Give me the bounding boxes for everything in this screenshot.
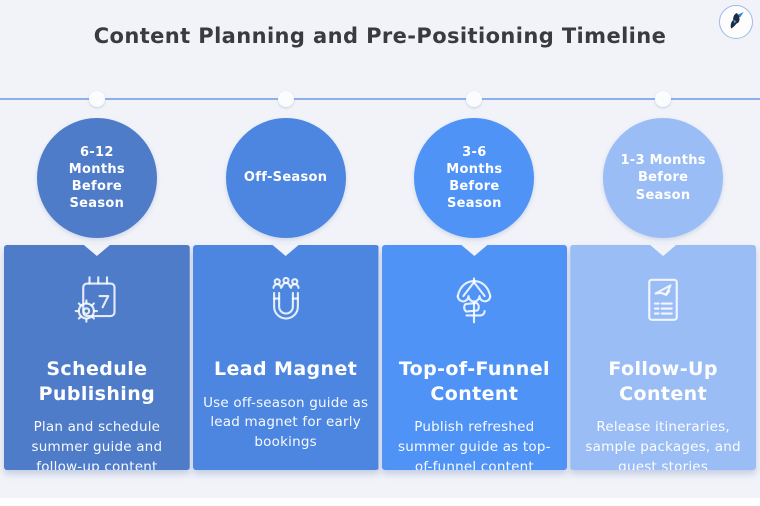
card-title: Top-of-Funnel Content bbox=[398, 358, 550, 405]
magnet-people-icon bbox=[256, 271, 316, 331]
stage-circle-3: 3-6 Months Before Season bbox=[414, 118, 535, 238]
timeline-node-dot bbox=[277, 91, 294, 107]
stage-card-1: Schedule Publishing Plan and schedule su… bbox=[4, 245, 190, 470]
timeline-column-3: 3-6 Months Before Season bbox=[382, 0, 568, 470]
page-title: Content Planning and Pre-Positioning Tim… bbox=[93, 24, 667, 48]
card-description: Publish refreshed summer guide as top- o… bbox=[398, 419, 551, 475]
card-description: Plan and schedule summer guide and follo… bbox=[31, 419, 163, 475]
timeline-column-1: 6-12 Months Before Season bbox=[4, 0, 190, 470]
timeline-line bbox=[0, 98, 760, 100]
card-title: Schedule Publishing bbox=[38, 358, 156, 405]
beach-umbrella-icon bbox=[444, 271, 504, 331]
card-title: Lead Magnet bbox=[213, 358, 358, 380]
card-description: Release itineraries, sample packages, an… bbox=[585, 419, 741, 475]
calendar-gear-icon bbox=[67, 271, 127, 331]
timeline-column-2: Off-Season bbox=[193, 0, 379, 470]
card-title: Follow-Up Content bbox=[608, 358, 718, 405]
itinerary-document-icon bbox=[633, 271, 693, 331]
stage-card-3: Top-of-Funnel Content Publish refreshed … bbox=[382, 245, 568, 470]
stage-card-4: Follow-Up Content Release itineraries, s… bbox=[570, 245, 756, 470]
bottom-strip bbox=[0, 498, 760, 506]
card-description: Use off-season guide as lead magnet for … bbox=[203, 394, 369, 450]
stage-circle-4: 1-3 Months Before Season bbox=[603, 118, 724, 238]
stage-circle-2: Off-Season bbox=[225, 118, 346, 238]
timeline-node-dot bbox=[655, 91, 672, 107]
timeline-columns: 6-12 Months Before Season bbox=[4, 0, 756, 470]
stage-circle-1: 6-12 Months Before Season bbox=[36, 118, 157, 238]
timeline-column-4: 1-3 Months Before Season bbox=[570, 0, 756, 470]
stage-card-2: Lead Magnet Use off-season guide as lead… bbox=[193, 245, 379, 470]
timeline-node-dot bbox=[88, 91, 105, 107]
timeline-node-dot bbox=[466, 91, 483, 107]
bird-icon bbox=[730, 12, 744, 29]
hummingbird-logo bbox=[719, 5, 753, 39]
